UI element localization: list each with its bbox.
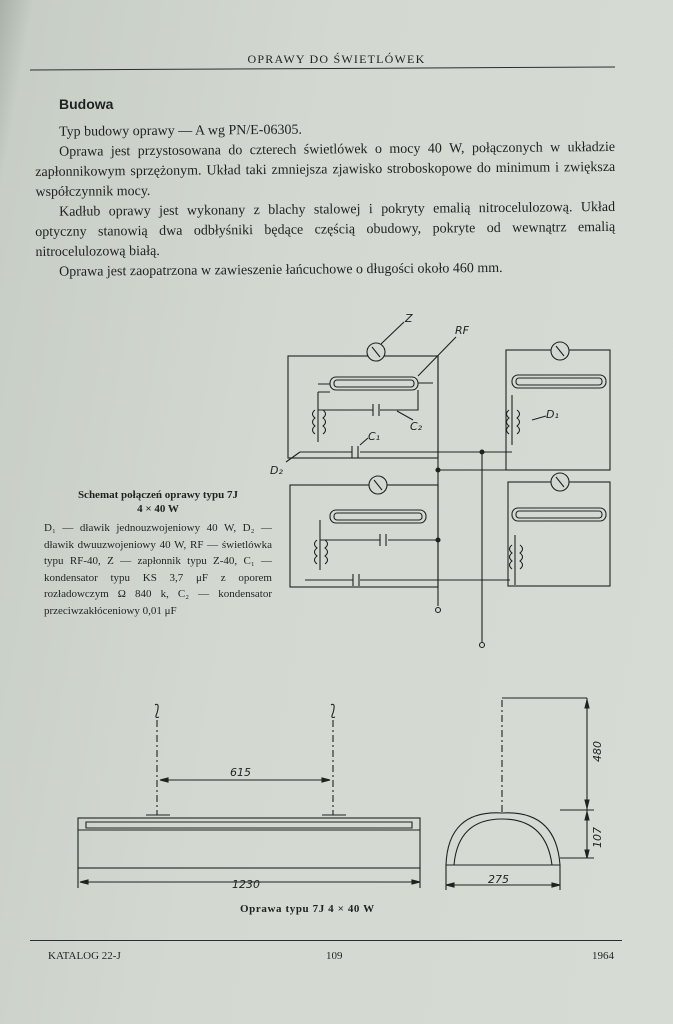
schematic-caption-title: Schemat połączeń oprawy typu 7J — [77, 489, 239, 501]
circuit-frame — [289, 484, 439, 588]
paragraph-circuit: Oprawa jest przystosowana do czterech św… — [35, 138, 616, 203]
paragraph-text: Oprawa jest zaopatrzona w zawieszenie ła… — [59, 260, 503, 280]
footer-year: 1964 — [592, 950, 614, 962]
label-c1: C₁ — [368, 430, 380, 443]
tube-symbol — [511, 374, 607, 389]
starter-symbol — [368, 475, 388, 495]
dim-depth: 107 — [591, 827, 604, 848]
footer-catalog: KATALOG 22-J — [48, 950, 121, 962]
drawing-caption: Oprawa typu 7J 4 × 40 W — [240, 903, 375, 915]
luminaire-end — [445, 812, 561, 866]
schematic-legend: D₁ — dławik jednouzwojeniowy 40 W, D₂ — … — [44, 522, 272, 617]
schematic-caption-subtitle: 4 × 40 W — [137, 503, 179, 515]
circuit-frame — [287, 355, 439, 459]
luminaire-side — [77, 817, 421, 869]
paragraph-text: Typ budowy oprawy — A wg PN/E-06305. — [59, 122, 302, 140]
footer-rule — [30, 940, 622, 941]
tube-symbol — [329, 509, 427, 524]
paragraph-suspension: Oprawa jest zaopatrzona w zawieszenie ła… — [35, 258, 615, 283]
starter-symbol — [550, 341, 570, 361]
paragraph-body: Kadłub oprawy jest wykonany z blachy sta… — [35, 198, 616, 263]
label-d2: D₂ — [270, 464, 283, 477]
circuit-frame — [507, 481, 611, 587]
tube-symbol — [329, 376, 419, 391]
circuit-frame — [505, 349, 611, 471]
header-rule — [30, 66, 615, 71]
footer-page-number: 109 — [326, 950, 343, 962]
label-c2: C₂ — [410, 420, 423, 433]
dim-spacing: 615 — [230, 766, 251, 779]
section-heading: Budowa — [59, 96, 114, 112]
starter-symbol — [366, 342, 386, 362]
starter-symbol — [550, 472, 570, 492]
label-z: Z — [404, 312, 413, 325]
dim-height: 480 — [591, 741, 604, 762]
paragraph-text: Kadłub oprawy jest wykonany z blachy sta… — [35, 199, 616, 260]
running-header: OPRAWY DO ŚWIETLÓWEK — [247, 52, 426, 66]
label-d1: D₁ — [546, 408, 559, 421]
paragraph-text: Oprawa jest przystosowana do czterech św… — [35, 139, 616, 200]
tube-symbol — [511, 507, 607, 522]
label-rf: RF — [455, 324, 470, 337]
dim-length: 1230 — [232, 878, 260, 891]
dim-width: 275 — [488, 873, 509, 886]
